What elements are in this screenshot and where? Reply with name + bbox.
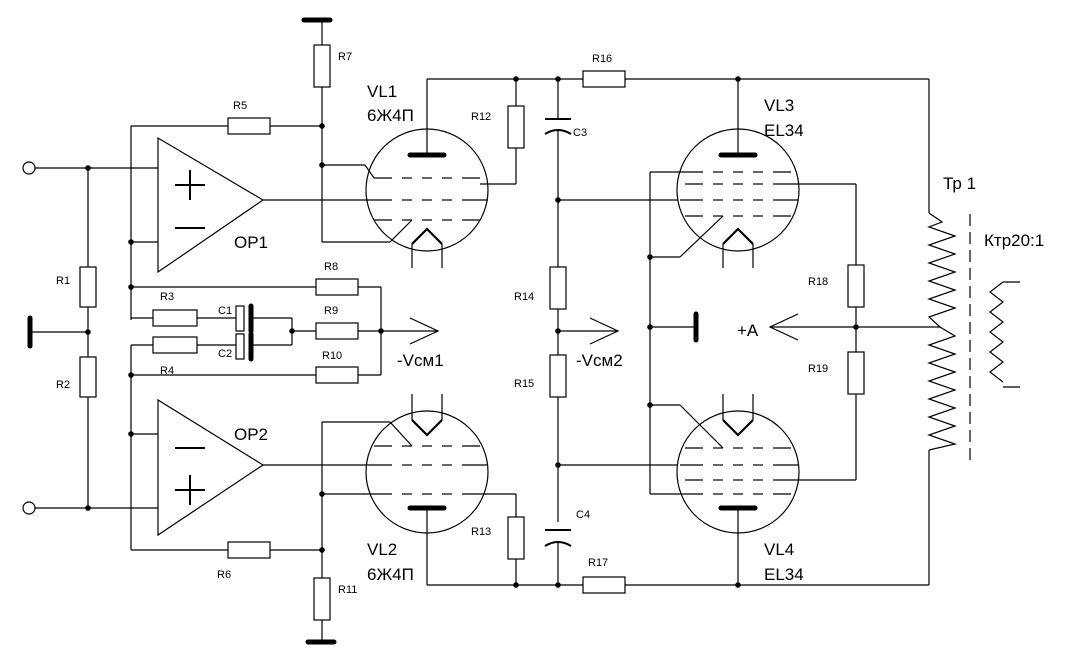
label-r6: R6 (217, 569, 231, 581)
label-vl2-type: 6Ж4П (367, 565, 414, 584)
label-vl3-type: EL34 (764, 121, 804, 140)
resistor-r12 (507, 105, 525, 149)
resistor-r14 (549, 266, 567, 310)
resistor-r18 (847, 264, 865, 308)
label-vl2: VL2 (367, 540, 397, 559)
input-section: R1 R2 (22, 161, 158, 515)
resistor-r6 (227, 541, 271, 559)
driver-plate-network: R12 R16 C3 R14 R15 -Vсм2 C4 (427, 53, 929, 594)
label-vcm1: -Vсм1 (397, 351, 444, 370)
resistor-r19 (847, 351, 865, 395)
label-r9: R9 (324, 305, 338, 317)
label-r18: R18 (808, 276, 828, 288)
label-vcm2: -Vсм2 (576, 351, 623, 370)
label-c2: C2 (218, 348, 232, 360)
resistor-r10 (315, 366, 359, 384)
resistor-r1 (79, 266, 97, 308)
bias-resistors: R7 R11 (301, 17, 390, 645)
label-vl4-type: EL34 (764, 565, 804, 584)
label-vl1-type: 6Ж4П (367, 106, 414, 125)
tube-vl1: VL1 6Ж4П (364, 79, 516, 268)
label-r10: R10 (322, 350, 342, 362)
label-vl3: VL3 (764, 96, 794, 115)
label-r17: R17 (588, 557, 608, 569)
resistor-r3 (152, 309, 198, 327)
label-r14: R14 (514, 291, 534, 303)
label-ktr: Ктр20:1 (984, 231, 1044, 250)
label-r16: R16 (592, 53, 612, 65)
label-plus-a: +A (737, 321, 759, 340)
input-terminal-bottom[interactable] (22, 501, 36, 515)
label-op1: OP1 (234, 233, 268, 252)
tube-vl2: VL2 6Ж4П (365, 394, 516, 585)
label-r3: R3 (160, 291, 174, 303)
feedback-network: R5 R8 R3 C1 R4 C2 R9 -Vсм1 (128, 100, 444, 581)
label-op2: OP2 (234, 425, 268, 444)
label-r1: R1 (56, 275, 70, 287)
label-r11: R11 (338, 584, 357, 596)
label-tr1: Тр 1 (943, 174, 976, 193)
opamp-op2: OP2 (157, 398, 365, 537)
label-r2: R2 (56, 379, 70, 391)
label-c1: C1 (218, 305, 232, 317)
capacitor-c1 (235, 305, 245, 332)
label-r13: R13 (471, 526, 491, 538)
input-terminal-top[interactable] (22, 161, 36, 175)
label-c4: C4 (576, 509, 590, 521)
resistor-r9 (315, 322, 359, 340)
label-r4: R4 (160, 365, 174, 377)
label-r19: R19 (808, 363, 828, 375)
resistor-r15 (549, 354, 567, 398)
resistor-r8 (315, 278, 359, 296)
label-r5: R5 (233, 100, 247, 112)
label-c3: C3 (573, 127, 587, 139)
label-r15: R15 (514, 378, 534, 390)
label-r12: R12 (471, 111, 491, 123)
tube-vl3: VL3 EL34 (650, 79, 856, 268)
resistor-r11 (313, 577, 331, 621)
output-transformer: Тр 1 Ктр20:1 (927, 79, 1044, 585)
label-r8: R8 (324, 261, 338, 273)
label-r7: R7 (338, 51, 352, 63)
opamp-op1: OP1 (157, 136, 365, 274)
capacitor-c2 (235, 333, 245, 360)
resistor-r17 (582, 576, 626, 594)
resistor-r13 (507, 516, 525, 560)
resistor-r4 (152, 336, 198, 354)
output-stage-network: +A R18 R19 (647, 172, 940, 494)
resistor-r2 (79, 356, 97, 398)
resistor-r16 (582, 70, 626, 88)
resistor-r5 (227, 117, 271, 135)
tube-vl4: VL4 EL34 (650, 394, 856, 585)
label-vl4: VL4 (764, 540, 794, 559)
label-vl1: VL1 (367, 82, 397, 101)
resistor-r7 (313, 44, 331, 88)
